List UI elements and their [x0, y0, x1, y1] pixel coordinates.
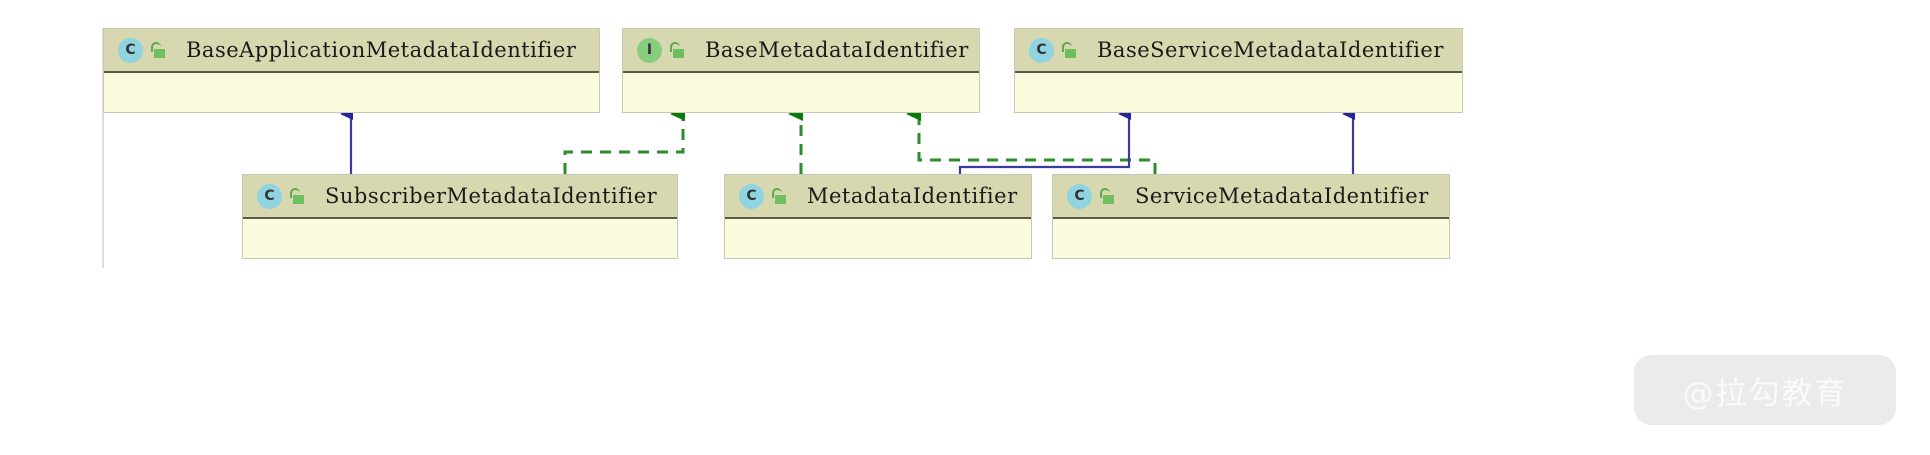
class-members-compartment-subscriberMetadataIdentifier: [243, 219, 677, 258]
class-header-metadataIdentifier: C MetadataIdentifier: [725, 175, 1031, 219]
class-members-compartment-baseApplicationMetadataIdentifier: [104, 73, 599, 112]
class-badge-icon: C: [118, 37, 143, 63]
class-name-label: MetadataIdentifier: [807, 184, 1018, 208]
public-visibility-unlocked-padlock-icon: [669, 41, 685, 59]
class-badge-icon: C: [1029, 37, 1054, 63]
class-badge-icon: C: [739, 183, 764, 209]
class-header-baseApplicationMetadataIdentifier: C BaseApplicationMetadataIdentifier: [104, 29, 599, 73]
class-header-subscriberMetadataIdentifier: C SubscriberMetadataIdentifier: [243, 175, 677, 219]
class-members-compartment-serviceMetadataIdentifier: [1053, 219, 1449, 258]
class-name-label: ServiceMetadataIdentifier: [1135, 184, 1429, 208]
class-badge-icon: C: [1067, 183, 1092, 209]
watermark-text: @拉勾教育: [1682, 375, 1848, 412]
class-name-label: BaseServiceMetadataIdentifier: [1097, 38, 1444, 62]
class-box-subscriberMetadataIdentifier[interactable]: C SubscriberMetadataIdentifier: [242, 174, 678, 259]
class-header-serviceMetadataIdentifier: C ServiceMetadataIdentifier: [1053, 175, 1449, 219]
public-visibility-unlocked-padlock-icon: [150, 41, 166, 59]
class-box-baseServiceMetadataIdentifier[interactable]: C BaseServiceMetadataIdentifier: [1014, 28, 1463, 113]
relation-rel-subscriber-impl-basemeta[interactable]: [563, 107, 685, 174]
class-header-baseMetadataIdentifier: I BaseMetadataIdentifier: [623, 29, 979, 73]
class-box-baseMetadataIdentifier[interactable]: I BaseMetadataIdentifier: [622, 28, 980, 113]
public-visibility-unlocked-padlock-icon: [771, 187, 787, 205]
class-box-serviceMetadataIdentifier[interactable]: C ServiceMetadataIdentifier: [1052, 174, 1450, 259]
class-name-label: BaseMetadataIdentifier: [705, 38, 969, 62]
class-name-label: SubscriberMetadataIdentifier: [325, 184, 658, 208]
relation-rel-service-impl-basemeta[interactable]: [906, 107, 1157, 174]
class-name-label: BaseApplicationMetadataIdentifier: [186, 38, 577, 62]
interface-badge-icon: I: [637, 37, 662, 63]
public-visibility-unlocked-padlock-icon: [1061, 41, 1077, 59]
public-visibility-unlocked-padlock-icon: [1099, 187, 1115, 205]
relation-rel-service-extends-baseservice[interactable]: [958, 108, 1131, 174]
public-visibility-unlocked-padlock-icon: [289, 187, 305, 205]
class-header-baseServiceMetadataIdentifier: C BaseServiceMetadataIdentifier: [1015, 29, 1462, 73]
class-members-compartment-metadataIdentifier: [725, 219, 1031, 258]
watermark-badge: @拉勾教育: [1634, 355, 1896, 425]
class-members-compartment-baseServiceMetadataIdentifier: [1015, 73, 1462, 112]
class-box-metadataIdentifier[interactable]: C MetadataIdentifier: [724, 174, 1032, 259]
class-box-baseApplicationMetadataIdentifier[interactable]: C BaseApplicationMetadataIdentifier: [103, 28, 600, 113]
class-members-compartment-baseMetadataIdentifier: [623, 73, 979, 112]
class-badge-icon: C: [257, 183, 282, 209]
